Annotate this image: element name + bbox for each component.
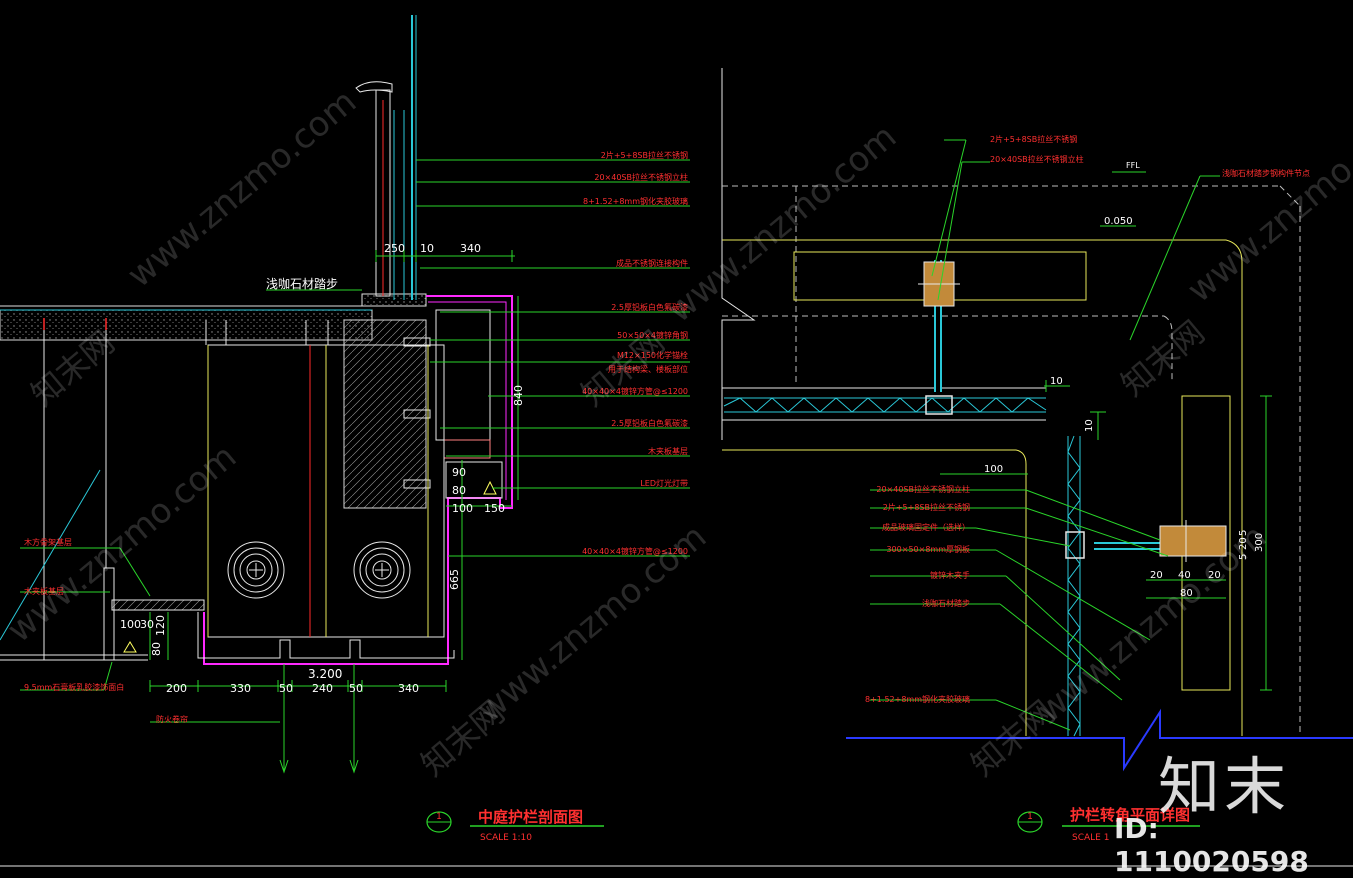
stone-step-outline bbox=[722, 239, 1243, 736]
plan-view-railing-corner: 10 10 100 20 40 20 80 5 20 5 300 FFL 0.0… bbox=[721, 68, 1353, 843]
dim-840: 840 bbox=[512, 385, 525, 406]
right-title: 护栏转角平面详图 bbox=[1070, 806, 1190, 824]
r-callout-top-2: 20×40SB拉丝不锈钢立柱 bbox=[990, 154, 1084, 164]
dim-r-20a: 20 bbox=[1150, 570, 1163, 581]
r-callout-5: 镀锌木夹手 bbox=[930, 570, 970, 580]
corner-post-top bbox=[918, 260, 960, 415]
callout-5: 2.5厚铝板白色氟碳漆 bbox=[611, 302, 688, 312]
glass-panel-vertical bbox=[1067, 435, 1081, 737]
dim-80b: 80 bbox=[150, 642, 163, 656]
dim-50b: 50 bbox=[349, 682, 363, 695]
left-callouts: 2片+5+8SB拉丝不锈钢 20×40SB拉丝不锈钢立柱 8+1.52+8mm钢… bbox=[582, 150, 688, 556]
callout-3: 8+1.52+8mm钢化夹胶玻璃 bbox=[583, 196, 688, 206]
callout-8: 用于结构梁、楼板部位 bbox=[608, 364, 688, 374]
dim-240: 240 bbox=[312, 682, 333, 695]
handrail-cap bbox=[355, 81, 393, 93]
dim-30: 30 bbox=[140, 618, 154, 631]
dimension-text: 250 10 340 840 90 80 100 150 665 100 30 … bbox=[120, 242, 525, 695]
callout-10: 2.5厚铝板白色氟碳漆 bbox=[611, 418, 688, 428]
right-title-block: 1 护栏转角平面详图 SCALE 1 bbox=[1017, 806, 1200, 843]
label-plywood: 木夹板基层 bbox=[24, 586, 64, 596]
section-view-atrium-railing: 250 10 340 840 90 80 100 150 665 100 30 … bbox=[0, 15, 690, 843]
callout-2: 20×40SB拉丝不锈钢立柱 bbox=[594, 172, 688, 182]
left-title-block: 1 中庭护栏剖面图 SCALE 1:10 bbox=[426, 808, 604, 843]
floor-edge-line bbox=[846, 708, 1353, 772]
label-wood-frame: 木方骨架基层 bbox=[24, 537, 72, 547]
r-callout-3: 成品玻璃固定件（选样） bbox=[882, 522, 970, 532]
r-callout-right: 浅咖石材踏步钢构件节点 bbox=[1222, 168, 1310, 178]
right-title-number: 1 bbox=[1027, 812, 1033, 822]
dim-100: 100 bbox=[452, 502, 473, 515]
r-callout-top-1: 2片+5+8SB拉丝不锈钢 bbox=[990, 134, 1077, 144]
callout-9: 40×40×4镀锌方管@≤1200 bbox=[582, 386, 688, 396]
left-title-number: 1 bbox=[436, 812, 442, 822]
label-gypsum: 9.5mm石膏板乳胶漆饰面白 bbox=[24, 682, 124, 692]
dim-r-40: 40 bbox=[1178, 570, 1191, 581]
right-callouts: 2片+5+8SB拉丝不锈钢 20×40SB拉丝不锈钢立柱 浅咖石材踏步钢构件节点 bbox=[990, 134, 1310, 178]
concrete-beam bbox=[343, 319, 427, 509]
dim-10: 10 bbox=[420, 242, 434, 255]
dim-r-300: 300 bbox=[1254, 533, 1265, 552]
dim-r-5: 5 bbox=[1238, 530, 1249, 536]
stone-step-label: 浅咖石材踏步 bbox=[266, 276, 338, 291]
elevation-0050: 0.050 bbox=[1104, 216, 1133, 227]
dim-120: 120 bbox=[154, 615, 167, 636]
corner-post-right bbox=[1065, 520, 1227, 562]
dim-50a: 50 bbox=[279, 682, 293, 695]
dim-r-20c: 20 bbox=[1238, 537, 1249, 550]
chemical-anchors bbox=[403, 337, 431, 489]
callout-7: M12×150化学锚栓 bbox=[617, 350, 688, 360]
right-scale: SCALE 1 bbox=[1072, 833, 1109, 843]
callout-4: 成品不锈钢连接构件 bbox=[616, 258, 688, 268]
callout-1: 2片+5+8SB拉丝不锈钢 bbox=[601, 150, 688, 160]
ceiling-board bbox=[111, 599, 205, 611]
right-dimension-text: 10 10 100 20 40 20 80 5 20 5 300 FFL 0.0… bbox=[984, 161, 1265, 599]
right-left-callouts: 20×40SB拉丝不锈钢立柱 2片+5+8SB拉丝不锈钢 成品玻璃固定件（选样）… bbox=[865, 484, 970, 704]
r-callout-4: 300×50×8mm厚钢板 bbox=[886, 544, 970, 554]
elevation-3200: 3.200 bbox=[308, 667, 342, 681]
callout-11: 木夹板基层 bbox=[648, 446, 688, 456]
r-callout-1: 20×40SB拉丝不锈钢立柱 bbox=[876, 484, 970, 494]
fire-shutter-roller-left bbox=[227, 541, 285, 599]
r-callout-6: 浅咖石材踏步 bbox=[922, 598, 970, 608]
dim-90: 90 bbox=[452, 466, 466, 479]
dim-r-100: 100 bbox=[984, 464, 1003, 475]
dim-250: 250 bbox=[384, 242, 405, 255]
r-callout-7: 8+1.52+8mm钢化夹胶玻璃 bbox=[865, 694, 970, 704]
dim-r-10b: 10 bbox=[1084, 419, 1095, 432]
dim-340-top: 340 bbox=[460, 242, 481, 255]
floor-slab bbox=[0, 309, 373, 341]
dim-r-80: 80 bbox=[1180, 588, 1193, 599]
left-side-labels: 木方骨架基层 木夹板基层 9.5mm石膏板乳胶漆饰面白 防火卷帘 bbox=[24, 537, 188, 724]
dim-340-bottom: 340 bbox=[398, 682, 419, 695]
dim-150: 150 bbox=[484, 502, 505, 515]
dim-80: 80 bbox=[452, 484, 466, 497]
dim-r-5b: 5 bbox=[1238, 554, 1249, 560]
right-dimension-lines bbox=[870, 139, 1272, 731]
glass-panel-horizontal bbox=[723, 397, 1047, 413]
callout-13: 40×40×4镀锌方管@≤1200 bbox=[582, 546, 688, 556]
callout-6: 50×50×4镀锌角钢 bbox=[617, 330, 688, 340]
left-scale: SCALE 1:10 bbox=[480, 833, 532, 843]
image-id: ID: 1110020598 bbox=[1114, 812, 1309, 878]
dimension-lines bbox=[20, 159, 690, 723]
fire-shutter-roller-right bbox=[353, 541, 411, 599]
ffl-label: FFL bbox=[1126, 161, 1140, 170]
dim-r-10a: 10 bbox=[1050, 376, 1063, 387]
dim-665: 665 bbox=[448, 569, 461, 590]
callout-12: LED灯光灯带 bbox=[640, 478, 688, 488]
dim-200: 200 bbox=[166, 682, 187, 695]
left-title: 中庭护栏剖面图 bbox=[478, 808, 583, 826]
r-callout-2: 2片+5+8SB拉丝不锈钢 bbox=[883, 502, 970, 512]
dim-r-20b: 20 bbox=[1208, 570, 1221, 581]
dim-100b: 100 bbox=[120, 618, 141, 631]
label-fire-shutter: 防火卷帘 bbox=[156, 714, 188, 724]
brand-logo: 知末 bbox=[1158, 750, 1291, 823]
dim-330: 330 bbox=[230, 682, 251, 695]
